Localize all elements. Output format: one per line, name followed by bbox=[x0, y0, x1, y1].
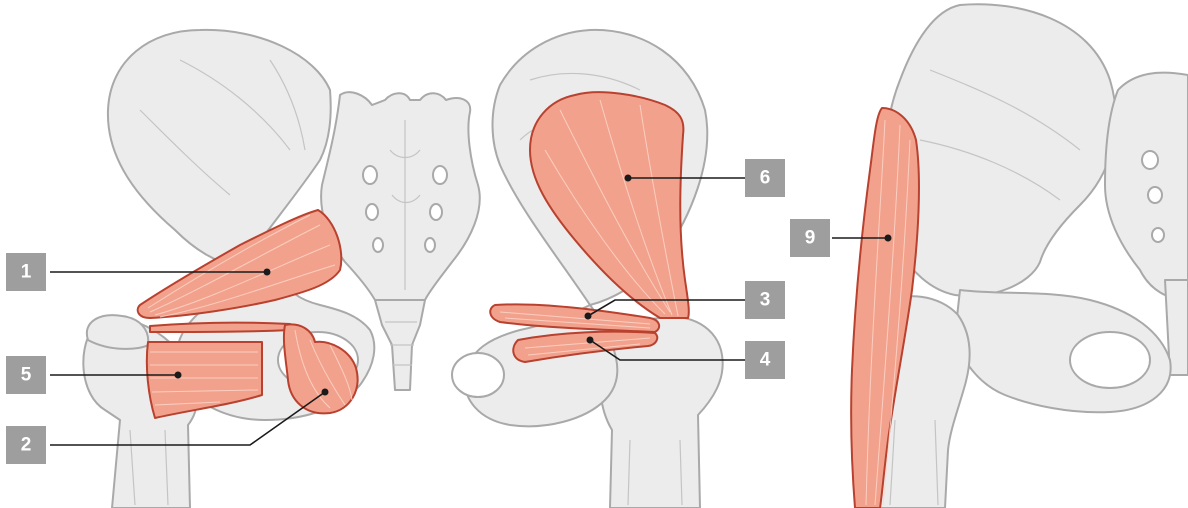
label-6: 6 bbox=[745, 159, 785, 197]
lateral-ilium bbox=[885, 4, 1116, 296]
svg-text:3: 3 bbox=[760, 290, 771, 311]
lateral-sacrum bbox=[1105, 73, 1188, 300]
svg-text:5: 5 bbox=[21, 365, 32, 386]
svg-text:9: 9 bbox=[805, 228, 816, 249]
lateral-hip-view bbox=[832, 4, 1188, 508]
svg-text:4: 4 bbox=[760, 350, 771, 371]
label-1: 1 bbox=[6, 253, 46, 291]
right-obturator-foramen bbox=[452, 353, 504, 397]
left-greater-trochanter bbox=[87, 315, 148, 349]
svg-text:1: 1 bbox=[21, 262, 32, 283]
label-3: 3 bbox=[745, 281, 785, 319]
svg-text:6: 6 bbox=[760, 168, 771, 189]
sacrum bbox=[321, 92, 480, 300]
label-9: 9 bbox=[790, 219, 830, 257]
label-5: 5 bbox=[6, 356, 46, 394]
svg-text:2: 2 bbox=[21, 435, 32, 456]
label-4: 4 bbox=[745, 341, 785, 379]
posterior-pelvis-view bbox=[50, 30, 745, 508]
label-2: 2 bbox=[6, 426, 46, 464]
